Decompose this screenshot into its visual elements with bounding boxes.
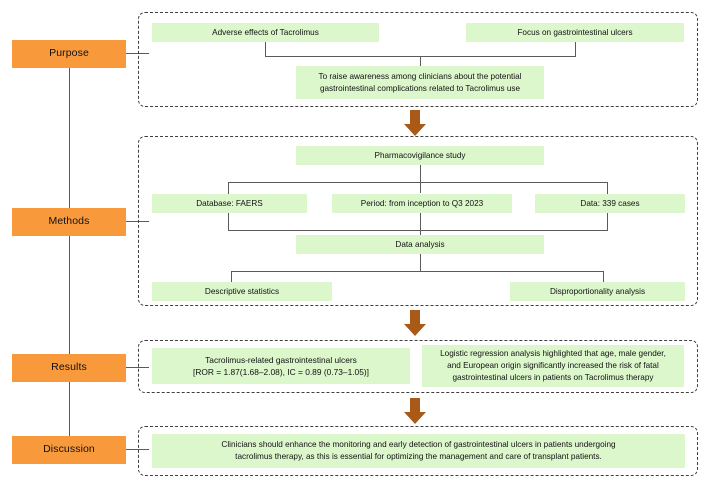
stage-label-purpose: Purpose — [49, 47, 89, 60]
stage-box-methods[interactable]: Methods — [12, 208, 126, 236]
methods-box-data-analysis[interactable]: Data analysis — [296, 235, 544, 254]
connector-period-to-analysis — [420, 213, 422, 236]
connector-to-database — [228, 182, 230, 195]
connector-results-to-panel — [126, 367, 149, 369]
purpose-panel — [138, 12, 698, 107]
discussion-panel — [138, 426, 698, 476]
discussion-box-recommendation[interactable]: Clinicians should enhance the monitoring… — [152, 434, 685, 468]
methods-box-study-type[interactable]: Pharmacovigilance study — [296, 146, 544, 165]
methods-box-period[interactable]: Period: from inception to Q3 2023 — [332, 194, 512, 213]
connector-study-stem — [420, 165, 422, 193]
purpose-box-adverse-effects[interactable]: Adverse effects of Tacrolimus — [152, 23, 379, 42]
methods-box-descriptive-statistics[interactable]: Descriptive statistics — [152, 282, 332, 301]
stage-box-discussion[interactable]: Discussion — [12, 436, 126, 464]
stage-spine — [69, 52, 71, 450]
methods-box-data[interactable]: Data: 339 cases — [535, 194, 685, 213]
results-panel — [138, 340, 698, 393]
connector-purpose-to-panel — [126, 53, 149, 55]
purpose-box-aim[interactable]: To raise awareness among clinicians abou… — [296, 66, 544, 99]
connector-analysis-stem — [420, 254, 422, 272]
stage-label-discussion: Discussion — [43, 443, 95, 456]
connector-focus-down — [575, 42, 577, 57]
results-box-signal[interactable]: Tacrolimus-related gastrointestinal ulce… — [152, 348, 410, 384]
connector-purpose-to-aim — [420, 56, 422, 71]
stage-label-results: Results — [51, 361, 87, 374]
stage-box-results[interactable]: Results — [12, 354, 126, 382]
arrow-methods-to-results-icon — [404, 310, 426, 336]
connector-adverse-down — [265, 42, 267, 57]
methods-box-disproportionality-analysis[interactable]: Disproportionality analysis — [510, 282, 685, 301]
connector-methods-top-crossbar — [228, 182, 608, 184]
arrow-results-to-discussion-icon — [404, 398, 426, 424]
connector-methods-bottom-crossbar — [231, 271, 604, 273]
connector-to-disproportionality — [603, 271, 605, 283]
connector-to-descriptive — [231, 271, 233, 283]
arrow-purpose-to-methods-icon — [404, 110, 426, 136]
stage-label-methods: Methods — [48, 215, 90, 228]
connector-discussion-to-panel — [126, 449, 149, 451]
connector-methods-mid-crossbar — [228, 230, 608, 232]
connector-data-down — [607, 213, 609, 231]
connector-to-data — [607, 182, 609, 195]
methods-box-database[interactable]: Database: FAERS — [152, 194, 307, 213]
purpose-box-focus[interactable]: Focus on gastrointestinal ulcers — [466, 23, 684, 42]
connector-database-down — [228, 213, 230, 231]
connector-methods-to-panel — [126, 221, 149, 223]
results-box-regression[interactable]: Logistic regression analysis highlighted… — [422, 345, 684, 387]
stage-box-purpose[interactable]: Purpose — [12, 40, 126, 68]
methods-panel — [138, 136, 698, 306]
